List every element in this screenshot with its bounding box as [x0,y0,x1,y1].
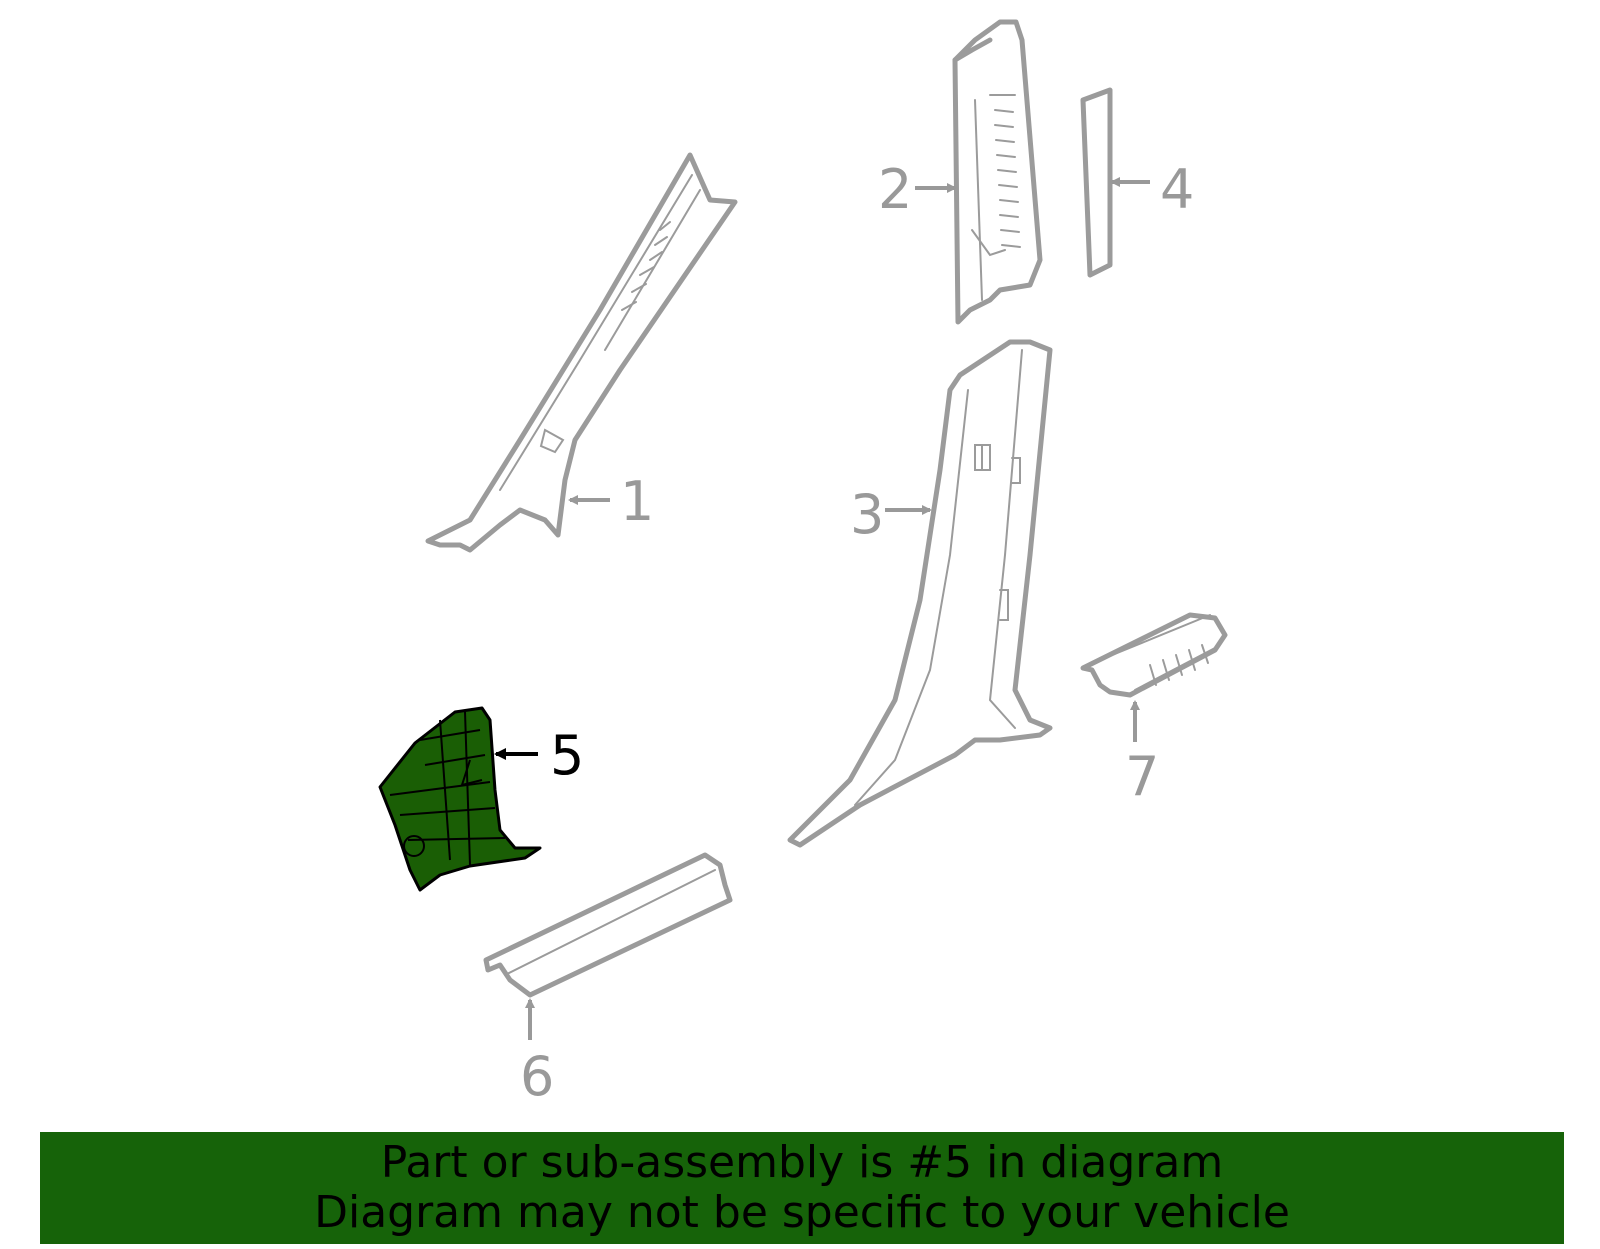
part-2-b-pillar-upper-trim [952,19,1043,325]
svg-text:1: 1 [620,470,654,533]
svg-text:4: 4 [1160,158,1194,221]
svg-text:5: 5 [550,724,584,787]
part-4-garnish-strip [1080,87,1113,278]
callout-7: 7 [1125,700,1159,808]
info-banner: Part or sub-assembly is #5 in diagram Di… [40,1132,1564,1244]
callout-1: 1 [568,470,654,533]
part-7-trim-piece [1080,612,1228,698]
banner-line-1: Part or sub-assembly is #5 in diagram [380,1137,1224,1188]
svg-text:2: 2 [878,158,912,221]
callout-4: 4 [1110,158,1194,221]
svg-text:3: 3 [850,483,884,546]
part-1-a-pillar-trim [425,152,738,553]
callout-2: 2 [878,158,957,221]
callout-5: 5 [494,724,584,787]
callout-6: 6 [520,998,554,1108]
svg-text:6: 6 [520,1045,554,1108]
svg-text:7: 7 [1125,745,1159,808]
part-6-scuff-plate [483,852,733,998]
banner-line-2: Diagram may not be specific to your vehi… [314,1187,1290,1238]
part-5-kick-panel-highlighted [378,706,542,892]
part-3-b-pillar-lower-trim [787,339,1053,848]
callout-3: 3 [850,483,932,546]
